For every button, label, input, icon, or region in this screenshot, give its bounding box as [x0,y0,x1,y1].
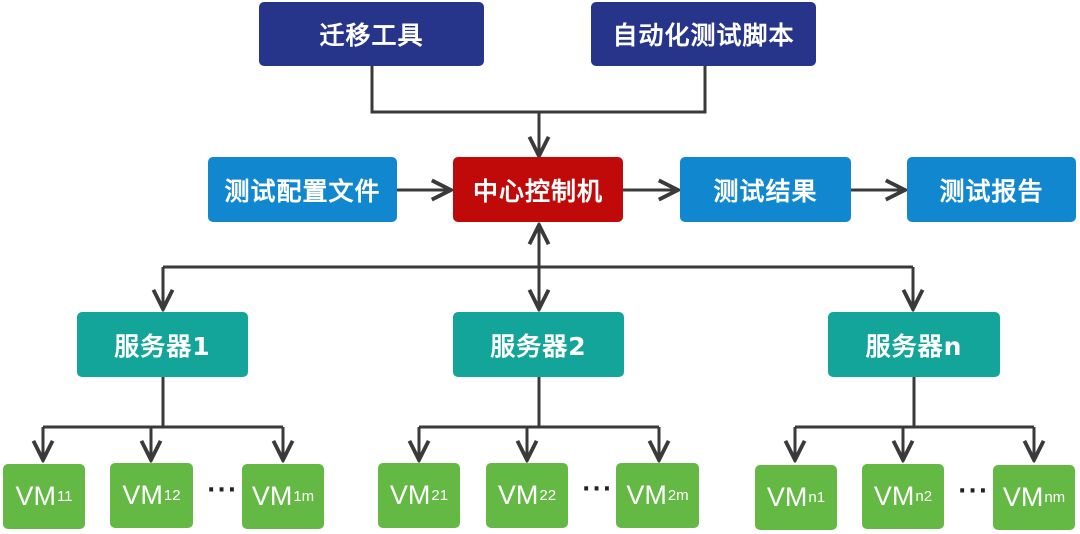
test-result-node: 测试结果 [680,157,851,222]
node-label: 迁移工具 [319,21,424,50]
controller-node: 中心控制机 [453,157,623,222]
node-label: 测试结果 [713,176,818,206]
node-label: 服务器2 [490,331,587,361]
node-label: 中心控制机 [472,176,603,206]
vm-label: VM [766,482,808,512]
vm-label: VM [251,481,293,511]
auto-test-script-node: 自动化测试脚本 [591,2,816,66]
vm-subscript: 2m [667,487,689,504]
vm-label: VM [122,480,163,510]
server-2-node: 服务器2 [453,312,624,377]
node-label: 测试报告 [939,176,1044,206]
connector-server1-vms [43,377,283,429]
vm-subscript: nm [1044,489,1066,506]
vm-label: VM [15,481,56,511]
ellipsis: ··· [207,478,239,503]
ellipsis: ··· [958,479,990,504]
vm-label: VM [873,481,915,511]
vm-label: VM [1002,482,1044,512]
server-n-node: 服务器n [828,312,1000,377]
connector-servern-vms [795,377,1034,429]
vm-subscript: 12 [163,487,181,504]
node-label: 自动化测试脚本 [612,21,795,50]
node-label: 测试配置文件 [224,176,381,206]
server-1-node: 服务器1 [77,312,248,377]
vm-label: VM [389,480,431,510]
test-report-node: 测试报告 [907,157,1076,222]
test-config-node: 测试配置文件 [208,157,397,222]
vm-subscript: 1m [293,488,315,505]
vm-subscript: 21 [431,487,449,504]
node-label: 服务器n [865,331,963,361]
vm-label: VM [497,480,539,510]
ellipsis: ··· [582,477,614,502]
vm-label: VM [626,480,667,510]
vm-subscript: n1 [808,489,826,506]
migration-tool-node: 迁移工具 [259,2,484,66]
vm-subscript: 11 [56,488,73,505]
connector-server2-vms [419,377,659,429]
node-label: 服务器1 [114,331,211,361]
vm-subscript: n2 [915,488,933,505]
connector-tools-merge [370,66,707,114]
vm-subscript: 22 [539,487,557,504]
